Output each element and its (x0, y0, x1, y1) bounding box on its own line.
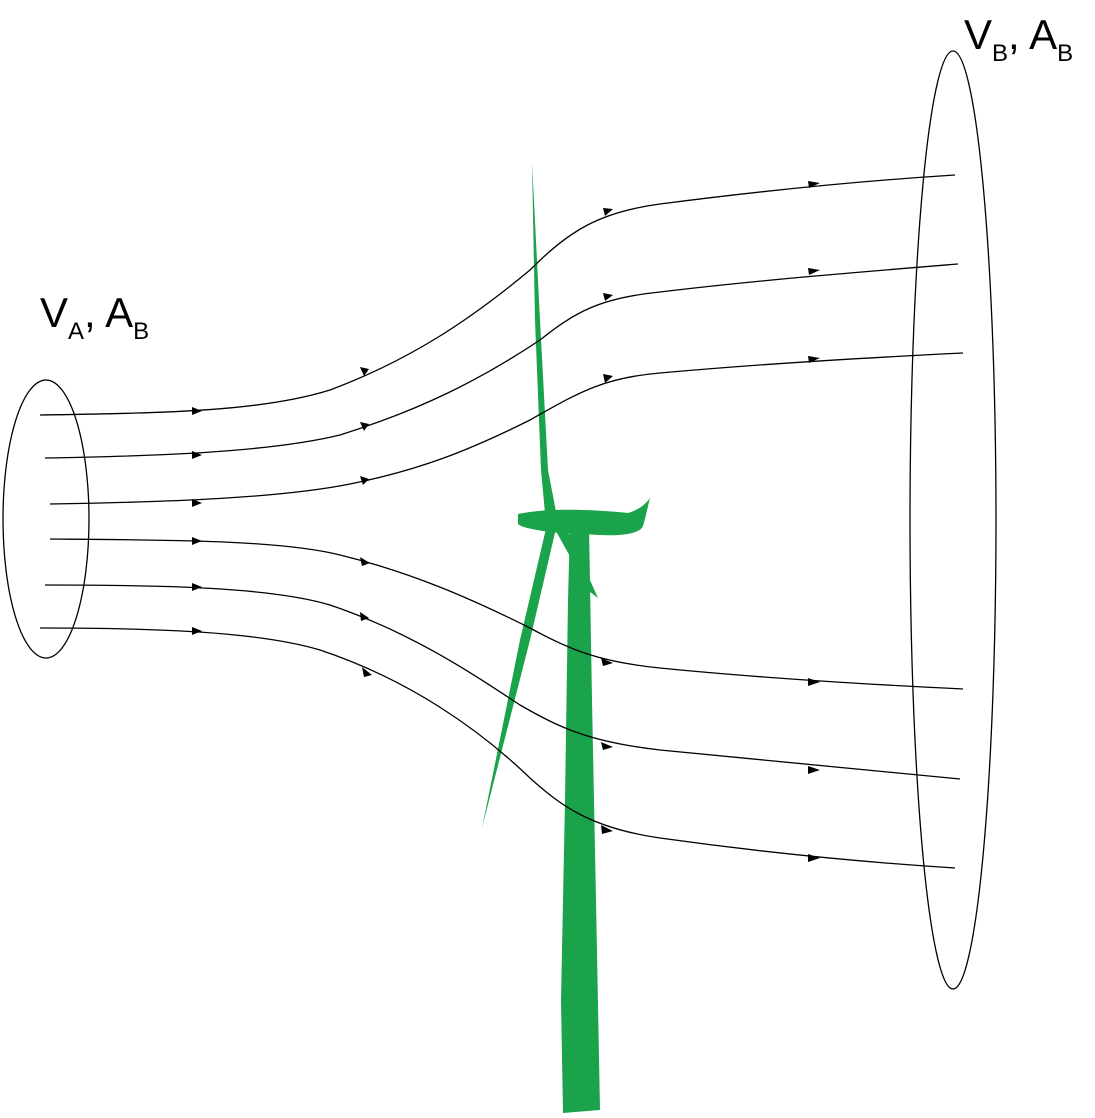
inlet-label: VA, AB (40, 289, 149, 344)
flow-arrow-icon (808, 766, 820, 774)
streamline-4 (49, 538, 964, 690)
flow-arrow-icon (192, 407, 202, 415)
turbine-blade-lower (482, 520, 557, 828)
outlet-velocity-subscript: B (992, 40, 1009, 67)
flow-arrow-icon (192, 499, 202, 507)
inlet-velocity-subscript: A (68, 318, 85, 345)
streamline-1 (39, 174, 956, 416)
streamline-3 (49, 352, 964, 505)
flow-arrow-icon (808, 854, 820, 862)
streamline-5 (44, 584, 961, 780)
flow-arrow-icon (601, 658, 613, 666)
streamlines (39, 174, 964, 869)
outlet-label: VB, AB (964, 11, 1073, 66)
outlet-separator: , (1008, 11, 1030, 58)
wind-turbine (482, 162, 650, 1113)
flow-arrow-icon (603, 374, 613, 383)
flow-arrow-icon (808, 268, 820, 275)
inlet-cross-section (2, 379, 90, 659)
inlet-area-subscript: B (133, 318, 150, 345)
flow-arrow-icon (603, 293, 613, 301)
flow-arrow-icon (360, 476, 369, 485)
turbine-tower (561, 525, 600, 1113)
outlet-cross-section (909, 50, 997, 990)
outlet-velocity-symbol: V (964, 11, 993, 58)
flow-arrow-icon (192, 451, 202, 459)
streamline-6 (39, 627, 956, 869)
flow-arrow-icon (360, 367, 369, 376)
flow-arrow-icon (192, 627, 202, 635)
flow-arrow-icon (360, 422, 369, 431)
flow-arrow-icon (808, 356, 820, 363)
streamline-2 (44, 263, 959, 459)
turbine-nacelle (518, 498, 650, 536)
flow-arrow-icon (601, 742, 613, 750)
outlet-area-symbol: A (1029, 11, 1058, 58)
inlet-velocity-symbol: V (40, 289, 69, 336)
flow-arrow-icon (192, 537, 202, 545)
flow-arrows (192, 181, 820, 862)
inlet-separator: , (84, 289, 106, 336)
flow-arrow-icon (360, 612, 369, 621)
flow-arrow-icon (601, 825, 613, 834)
flow-arrow-icon (603, 208, 613, 216)
inlet-area-symbol: A (105, 289, 134, 336)
outlet-area-subscript: B (1057, 40, 1074, 67)
flow-arrow-icon (360, 557, 370, 566)
flow-arrow-icon (362, 667, 372, 677)
flow-arrow-icon (192, 583, 202, 591)
turbine-blade-right (552, 518, 598, 598)
flow-arrow-icon (808, 181, 820, 188)
flow-arrow-icon (808, 678, 820, 686)
turbine-blade-upper (532, 162, 558, 524)
